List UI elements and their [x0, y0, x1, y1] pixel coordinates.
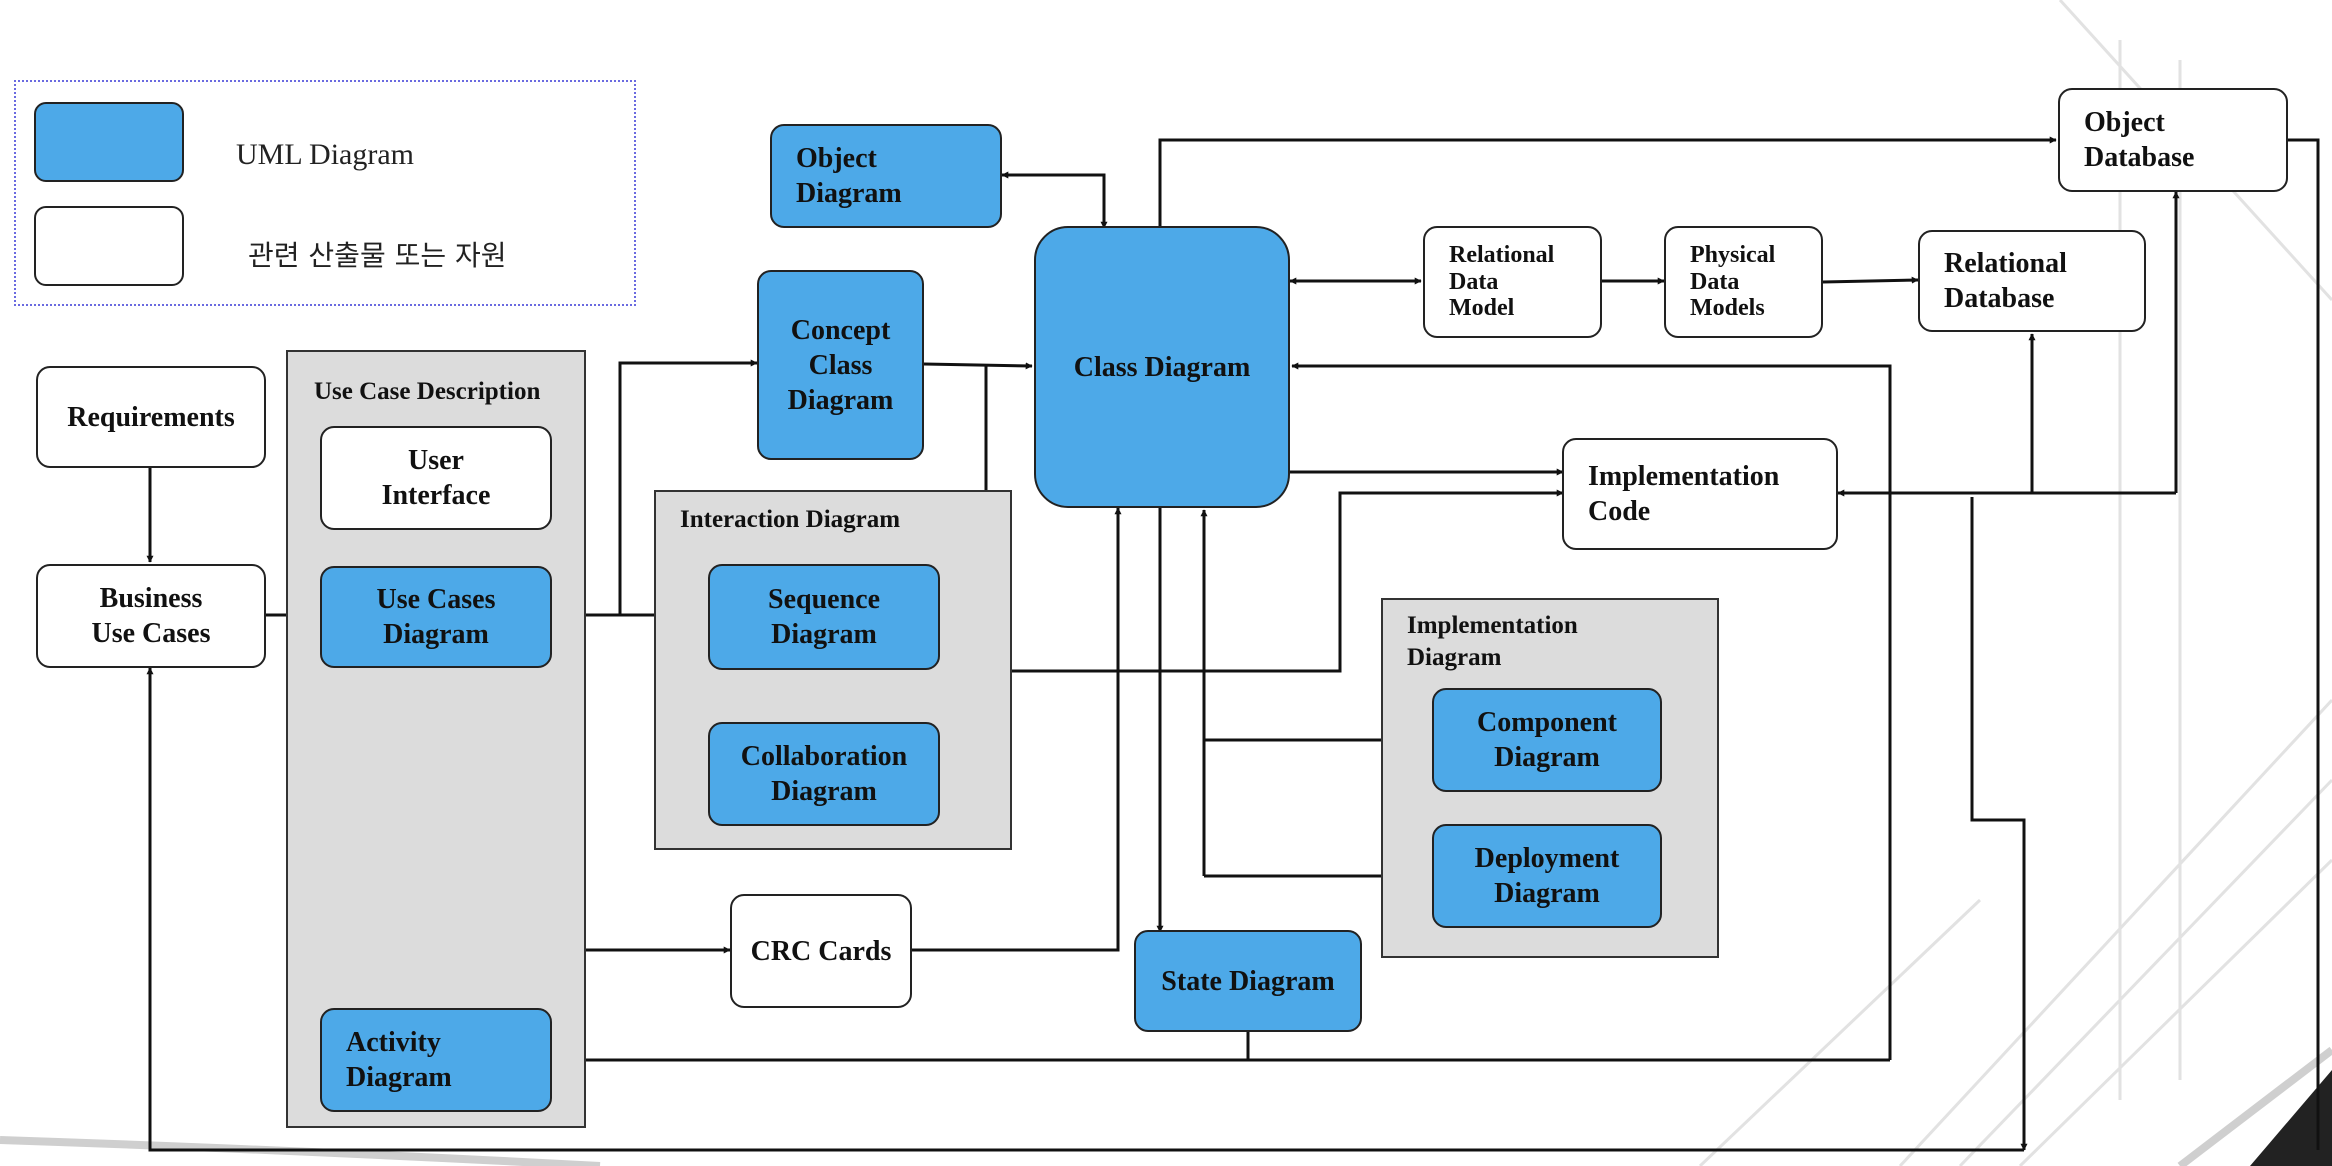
legend-uml-label: UML Diagram	[236, 138, 415, 171]
node-physical-data-models: Physical Data Models	[1664, 226, 1823, 338]
node-collaboration-diagram: Collaboration Diagram	[708, 722, 940, 826]
node-use-cases-diagram: Use Cases Diagram	[320, 566, 552, 668]
node-business-use-cases: Business Use Cases	[36, 564, 266, 668]
node-crc-cards: CRC Cards	[730, 894, 912, 1008]
node-relational-data-model: Relational Data Model	[1423, 226, 1602, 338]
node-requirements: Requirements	[36, 366, 266, 468]
legend: UML Diagram 관련 산출물 또는 자원	[14, 80, 636, 306]
node-concept-class-diagram: Concept Class Diagram	[757, 270, 924, 460]
legend-uml-swatch	[34, 102, 184, 182]
node-deployment-diagram: Deployment Diagram	[1432, 824, 1662, 928]
group-use-case-description-title: Use Case Description	[314, 378, 541, 405]
node-implementation-code: Implementation Code	[1562, 438, 1838, 550]
group-implementation-diagram-title: Implementation Diagram	[1407, 612, 1578, 671]
group-interaction-diagram-title: Interaction Diagram	[680, 506, 901, 533]
node-class-diagram: Class Diagram	[1034, 226, 1290, 508]
node-activity-diagram: Activity Diagram	[320, 1008, 552, 1112]
node-relational-database: Relational Database	[1918, 230, 2146, 332]
node-sequence-diagram: Sequence Diagram	[708, 564, 940, 670]
node-state-diagram: State Diagram	[1134, 930, 1362, 1032]
node-object-diagram: Object Diagram	[770, 124, 1002, 228]
node-object-database: Object Database	[2058, 88, 2288, 192]
node-user-interface: User Interface	[320, 426, 552, 530]
legend-resource-swatch	[34, 206, 184, 286]
node-component-diagram: Component Diagram	[1432, 688, 1662, 792]
legend-resource-label: 관련 산출물 또는 자원	[248, 239, 507, 272]
